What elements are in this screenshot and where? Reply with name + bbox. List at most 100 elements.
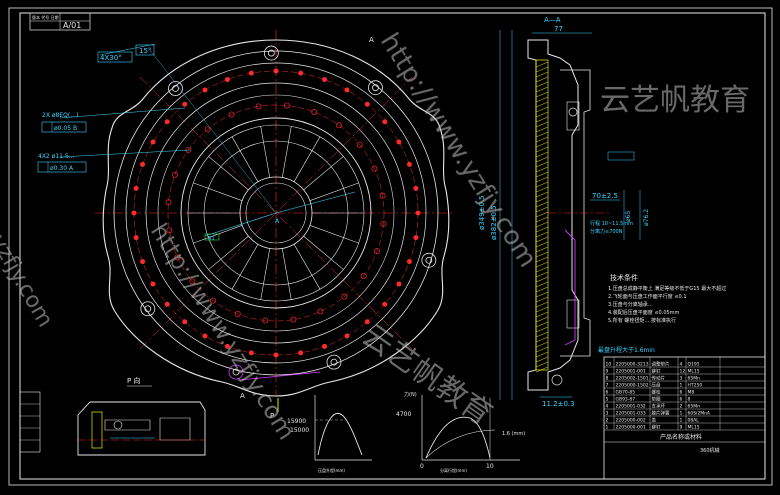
curve-right-note: 1.6 (mm) [502,431,525,437]
hatch-line [535,316,549,323]
hatch-line [535,331,549,338]
diaphragm-finger [260,126,271,178]
bom-cell: 6 [606,390,609,396]
bom-cell: ML15 [688,369,700,375]
hatch-line [535,81,549,88]
bom-cell: 压盘 [652,382,661,389]
hatch-line [535,176,549,183]
spring-hole [380,220,387,227]
diaphragm-finger [303,156,344,191]
bom-cell: ML15 [688,425,700,431]
rivet-hole [364,319,370,325]
bolt-hole [144,305,152,313]
spring-hole [317,308,324,315]
spring-hole [262,317,269,324]
dim-76: ø76.2 [643,209,650,226]
header-small-text: 版本 代号 日期 [32,14,59,20]
rivet-hole [202,87,208,93]
tech-req-line-4: 4.装配后压盘平面度 ≤0.05mm [608,309,680,316]
bom-cell: 3 [680,376,683,382]
rivet-hole [133,235,139,241]
hatch-line [535,361,549,368]
curve-left: 15900 15000 压盘升程(mm) [287,395,372,473]
hatch-line [535,241,549,248]
hatch-line [535,356,549,363]
curve-left-y-top: 15900 [287,418,306,425]
hatch-line [535,296,549,303]
hatch-line [535,336,549,343]
rivet-hole [382,119,388,125]
bolt-boss [421,252,437,268]
curve-right-y-unit: 力(N) [404,391,417,398]
spring-hole [204,126,211,133]
curve-right: 力(N) 4700 0 10 1.6 (mm) 分离行程(mm) [396,391,525,473]
rivet-hole [224,77,230,83]
rivet-hole [396,139,402,145]
hatch-line [535,116,549,123]
rivet-hole [273,68,279,74]
bolt-boss [368,80,383,96]
bom-cell: 9 [606,369,609,375]
hatch-line [535,346,549,353]
bolt-hole [372,84,379,92]
spring-hole [311,109,318,115]
diaphragm-finger [260,248,271,300]
rivet-hole [413,235,419,241]
dim-65: ø65 [625,211,632,222]
bom-cell: 08AL [688,418,700,424]
hatch-line [535,191,549,198]
watermark-cn-2: 云艺帆教育 [355,318,498,433]
rivet-hole [364,101,370,107]
hatch-line [535,96,549,103]
feature-annotations: 4X30° 15° 2X ø8EQ(…) ø0.05 B 4X2 ø11.5… … [37,44,155,173]
hatch-line [535,236,549,243]
hatch-line [535,146,549,153]
rivet-hole [322,77,328,83]
dim-11: 11.2±0.3 [542,400,575,408]
hatch-line [535,226,549,233]
hatch-line [535,106,549,113]
bolt-hole [172,85,179,92]
rivet-hole [133,185,139,191]
spring-hole [360,273,367,280]
watermark-cn-1: 云艺帆教育 [600,83,750,118]
left-side-table [19,391,41,453]
hatch-line [535,326,549,333]
hatch-line [535,66,549,73]
hatch-line [535,161,549,168]
spring-hole [228,111,235,118]
bom-cell: GB93-87 [616,397,636,403]
diaphragm-finger [303,235,344,270]
bom-cell: 铆钉 [652,424,661,431]
bom-cell: 2205000-3213 [616,362,649,368]
hatch-line [535,321,549,328]
bom-cell: 2205000-001 [616,425,646,431]
spring-hole [283,102,290,109]
tech-req-line-1: 1.压盘总成静平衡上 满足等级不低于G15 最大不超过 [608,285,726,292]
a-marker: A [240,392,245,400]
spring-hole [341,293,348,300]
spring-hole [209,297,216,304]
spring-hole [255,103,262,110]
rivet-hole [150,139,156,145]
pos-a-label: ø0.05 B [54,125,77,132]
hatch-line [535,216,549,223]
hatch-line [535,126,549,133]
rivet-hole [164,301,170,307]
rivet-hole [413,185,419,191]
rivet-hole [182,319,188,325]
diaphragm-finger [309,225,359,244]
rivet-hole [164,119,170,125]
tech-req-line-2: 2.飞轮面与压盘工作面平行度 ≤0.1 [608,293,687,300]
bom-cell: 65Mn [688,376,701,382]
watermark-url-1: http://www.yzfjy.com [374,28,543,273]
top-title-strip: 版本 代号 日期 A/01 [29,12,91,31]
rivet-hole [406,259,412,265]
hatch-line [535,166,549,173]
bom-cell: 5 [606,397,609,403]
hatch-line [535,186,549,193]
hatch-line [535,101,549,108]
bolt-boss [140,301,156,317]
